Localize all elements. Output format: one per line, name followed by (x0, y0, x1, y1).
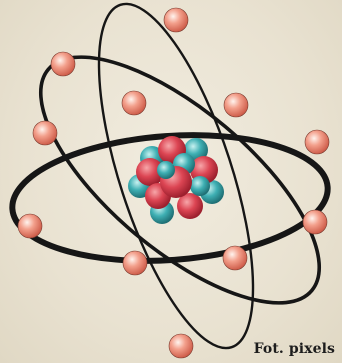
electron (169, 334, 193, 358)
electron (123, 251, 147, 275)
electron (122, 91, 146, 115)
electron (33, 121, 57, 145)
neutron (157, 161, 175, 179)
electron (223, 246, 247, 270)
electron (224, 93, 248, 117)
electron (305, 130, 329, 154)
electron (164, 8, 188, 32)
photo-credit: Fot. pixels (254, 341, 335, 357)
neutron (190, 176, 210, 196)
electron (18, 214, 42, 238)
nucleus (128, 136, 224, 224)
electron (303, 210, 327, 234)
electron (51, 52, 75, 76)
